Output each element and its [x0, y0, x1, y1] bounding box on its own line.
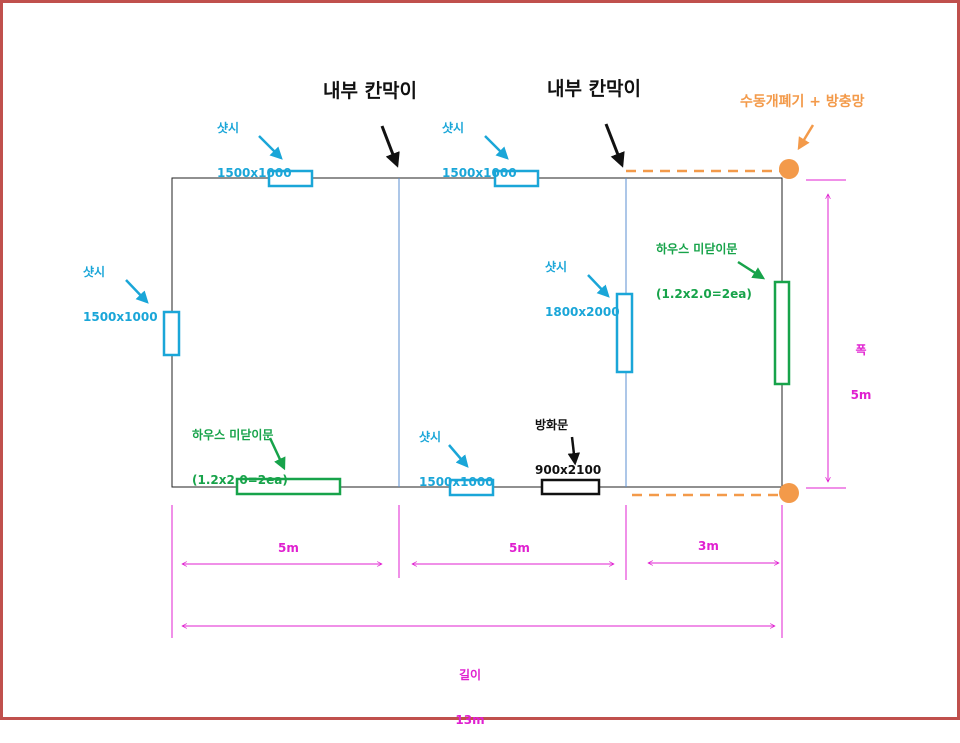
house-door-bottom — [235, 477, 342, 496]
arrow-sash-left — [125, 279, 149, 304]
dim-width-text: 폭 — [855, 343, 867, 357]
sash-top-left-label: 샷시 1500x1000 — [217, 91, 292, 196]
opener-net-label: 수동개폐기 + 방충망 — [740, 94, 865, 110]
partition-label-2: 내부 칸막이 — [547, 78, 642, 100]
dim-length-text: 길이 — [458, 668, 482, 682]
house-door-right-label: 하우스 미닫이문 (1.2x2.0=2ea) — [656, 212, 752, 317]
floor-plan — [125, 123, 846, 638]
dim-seg1-label: 5m — [278, 541, 299, 555]
arrow-house-door-right — [737, 260, 766, 280]
sash-inner-partition — [615, 292, 634, 374]
arrow-partition-1 — [380, 125, 400, 168]
sash-bottom-mid — [448, 478, 495, 497]
sash-left-size: 1500x1000 — [83, 310, 158, 324]
sash-bottom-mid-size: 1500x1000 — [419, 475, 494, 489]
sash-left-name: 샷시 — [83, 265, 106, 279]
sash-top-mid — [493, 169, 540, 188]
arrow-sash-top-mid — [484, 135, 509, 160]
arrow-fire-door — [567, 436, 581, 466]
opener-point-top — [779, 159, 799, 179]
house-door-bottom-spec: (1.2x2.0=2ea) — [192, 473, 288, 487]
fire-door — [540, 478, 601, 496]
sash-top-mid-label: 샷시 1500x1000 — [442, 91, 517, 196]
arrow-sash-bottom-mid — [448, 444, 469, 468]
arrow-sash-top-left — [258, 135, 283, 160]
dim-length-label: 길이 13m — [447, 638, 493, 743]
arrow-house-door-bottom — [268, 437, 286, 471]
dim-seg3-label: 3m — [698, 539, 719, 553]
opener-point-bottom — [779, 483, 799, 503]
house-door-right-spec: (1.2x2.0=2ea) — [656, 287, 752, 301]
dim-seg2-label: 5m — [509, 541, 530, 555]
dim-width-label: 폭 5m — [846, 313, 876, 418]
fire-door-label: 방화문 900x2100 — [535, 388, 601, 493]
sash-left-label: 샷시 1500x1000 — [83, 235, 158, 340]
page-border — [0, 0, 960, 720]
sash-inner-name: 샷시 — [545, 260, 568, 274]
dim-length-value: 13m — [455, 713, 485, 727]
sash-top-mid-name: 샷시 — [442, 121, 465, 135]
sash-left-wall — [162, 310, 181, 357]
house-door-right-name: 하우스 미닫이문 — [656, 242, 738, 256]
sash-top-mid-size: 1500x1000 — [442, 166, 517, 180]
sash-top-left — [267, 169, 314, 188]
dim-width-value: 5m — [850, 388, 872, 402]
sash-top-left-size: 1500x1000 — [217, 166, 292, 180]
house-door-right — [773, 280, 791, 386]
house-door-bottom-name: 하우스 미닫이문 — [192, 428, 274, 442]
sash-inner-size: 1800x2000 — [545, 305, 620, 319]
arrow-opener — [797, 124, 815, 151]
partition-label-1: 내부 칸막이 — [323, 80, 418, 102]
house-door-bottom-label: 하우스 미닫이문 (1.2x2.0=2ea) — [192, 398, 288, 503]
arrow-partition-2 — [604, 123, 625, 168]
sash-bottom-mid-label: 샷시 1500x1000 — [419, 400, 494, 505]
fire-door-size: 900x2100 — [535, 463, 602, 477]
fire-door-name: 방화문 — [535, 418, 569, 432]
sash-bottom-mid-name: 샷시 — [419, 430, 442, 444]
sash-top-left-name: 샷시 — [217, 121, 240, 135]
arrow-sash-inner — [587, 274, 610, 298]
sash-inner-label: 샷시 1800x2000 — [545, 230, 620, 335]
